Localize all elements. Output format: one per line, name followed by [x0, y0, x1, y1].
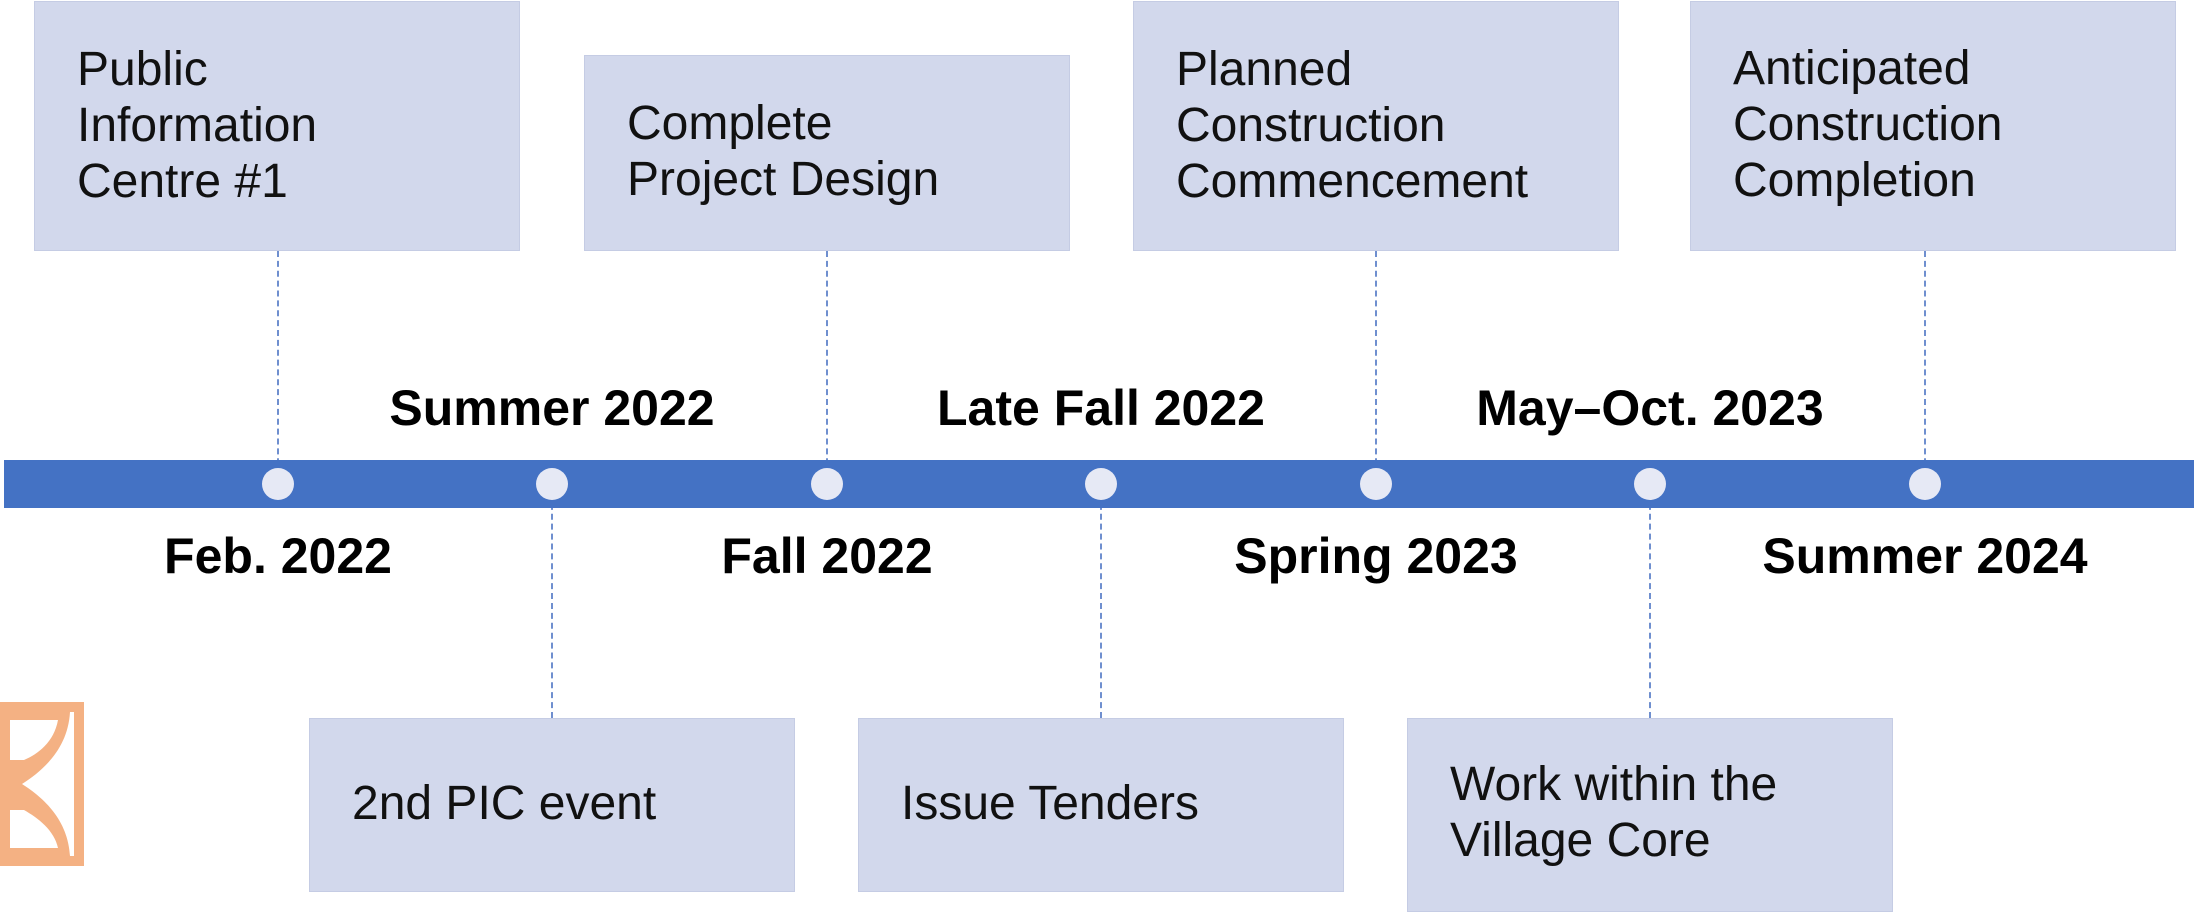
- connector-commence: [1375, 251, 1377, 484]
- milestone-box-completion: Anticipated Construction Completion: [1690, 1, 2176, 251]
- date-summer-2022: Summer 2022: [389, 380, 715, 436]
- date-spring-2023: Spring 2023: [1234, 528, 1518, 584]
- milestone-label-design: Complete Project Design: [627, 97, 940, 206]
- timeline-dot-commence: [1360, 468, 1392, 500]
- connector-pic1: [277, 251, 279, 484]
- date-summer-2024: Summer 2024: [1762, 528, 2088, 584]
- connector-village: [1649, 484, 1651, 718]
- milestone-box-design: Complete Project Design: [584, 55, 1070, 251]
- milestone-label-completion: Anticipated Construction Completion: [1733, 42, 2003, 207]
- milestone-label-pic1: Public Information Centre #1: [77, 43, 318, 208]
- milestone-box-tenders: Issue Tenders: [858, 718, 1344, 892]
- connector-pic2: [551, 484, 553, 718]
- date-late-fall-2022: Late Fall 2022: [937, 380, 1265, 436]
- hourglass-icon: [0, 702, 84, 866]
- milestone-label-tenders: Issue Tenders: [901, 777, 1199, 830]
- connector-design: [826, 251, 828, 484]
- milestone-label-pic2: 2nd PIC event: [352, 777, 657, 830]
- date-may-oct-2023: May–Oct. 2023: [1476, 380, 1824, 436]
- milestone-box-pic1: Public Information Centre #1: [34, 1, 520, 251]
- date-feb-2022: Feb. 2022: [164, 528, 392, 584]
- connector-completion: [1924, 251, 1926, 484]
- timeline-dot-design: [811, 468, 843, 500]
- timeline-dot-village: [1634, 468, 1666, 500]
- milestone-box-village: Work within the Village Core: [1407, 718, 1893, 912]
- milestone-box-pic2: 2nd PIC event: [309, 718, 795, 892]
- timeline-dot-tenders: [1085, 468, 1117, 500]
- milestone-box-commence: Planned Construction Commencement: [1133, 1, 1619, 251]
- milestone-label-commence: Planned Construction Commencement: [1176, 43, 1529, 208]
- milestone-label-village: Work within the Village Core: [1450, 758, 1778, 867]
- date-fall-2022: Fall 2022: [721, 528, 933, 584]
- timeline-dot-pic1: [262, 468, 294, 500]
- timeline-dot-completion: [1909, 468, 1941, 500]
- timeline-dot-pic2: [536, 468, 568, 500]
- connector-tenders: [1100, 484, 1102, 718]
